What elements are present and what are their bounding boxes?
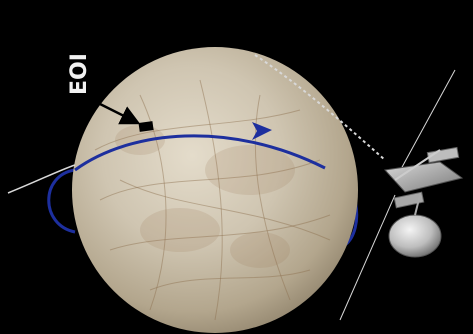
europa-moon (72, 47, 358, 333)
eoi-label: EOI (67, 53, 92, 95)
spacecraft-bus (385, 162, 462, 192)
approach-trajectory (8, 165, 75, 193)
spacecraft-dish-antenna (389, 215, 441, 257)
spacecraft (385, 147, 462, 257)
spacecraft-vector-line-upper (395, 70, 455, 180)
